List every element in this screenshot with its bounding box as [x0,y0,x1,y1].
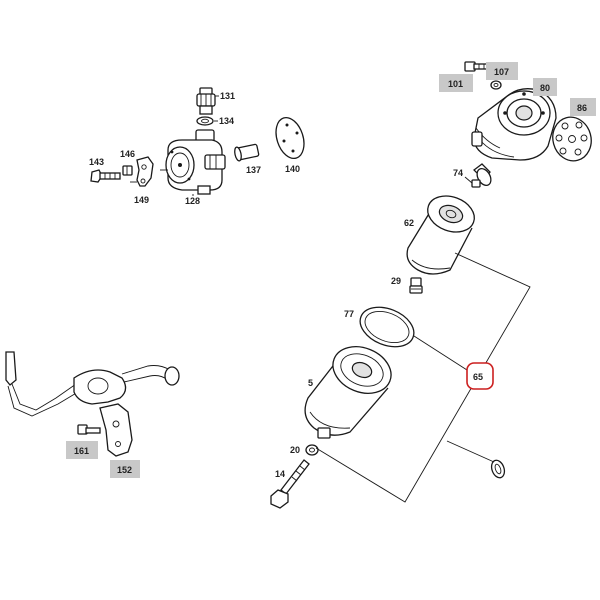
callout-128[interactable]: 128 [185,196,200,206]
clip-146[interactable] [122,165,133,176]
hose-bracket-assembly: 161 152 [5,351,180,478]
callout-101[interactable]: 101 [448,79,463,89]
callout-86[interactable]: 86 [577,103,587,113]
bolt-14[interactable] [270,459,310,509]
filter-housing-5[interactable] [304,338,398,439]
callout-29[interactable]: 29 [391,276,401,286]
bracket-149[interactable] [130,156,154,187]
callout-74[interactable]: 74 [453,168,463,178]
callout-62[interactable]: 62 [404,218,414,228]
bolt-161[interactable] [77,424,101,435]
callout-134[interactable]: 134 [219,116,234,126]
callout-5[interactable]: 5 [308,378,313,388]
fitting-131[interactable] [196,87,216,115]
callout-65-leader [315,252,531,503]
callout-65[interactable]: 65 [473,372,483,382]
callout-131[interactable]: 131 [220,91,235,101]
callout-161[interactable]: 161 [74,446,89,456]
bolt-143[interactable] [90,169,121,183]
washer-20[interactable] [305,444,319,456]
sleeve-137[interactable] [234,143,260,162]
callout-14[interactable]: 14 [275,469,285,479]
seal-ring-77[interactable] [354,300,419,354]
bracket-152[interactable] [99,403,133,457]
plug-29[interactable] [409,277,423,294]
gasket-86[interactable] [548,113,596,165]
callout-143[interactable]: 143 [89,157,104,167]
pump-assembly: 131 134 128 [89,87,309,206]
callout-140[interactable]: 140 [285,164,300,174]
callout-107[interactable]: 107 [494,67,509,77]
callout-146[interactable]: 146 [120,149,135,159]
seal-ring-small[interactable] [489,458,506,479]
filter-head-80[interactable] [471,88,557,161]
washer-107[interactable] [490,80,502,90]
callout-80[interactable]: 80 [540,83,550,93]
fuel-hose[interactable] [5,351,180,417]
callout-77[interactable]: 77 [344,309,354,319]
callout-149[interactable]: 149 [134,195,149,205]
callout-152[interactable]: 152 [117,465,132,475]
filter-element-62[interactable] [406,190,479,275]
filter-head-assembly: 101 107 80 [439,61,596,188]
washer-134[interactable] [196,116,214,126]
filter-assembly: 62 29 77 5 20 [270,190,531,509]
pump-body-128[interactable] [160,129,226,195]
callout-65-marker[interactable]: 65 [466,362,494,390]
callout-20[interactable]: 20 [290,445,300,455]
gasket-140[interactable] [271,114,309,162]
fitting-74[interactable] [471,163,494,188]
callout-137[interactable]: 137 [246,165,261,175]
